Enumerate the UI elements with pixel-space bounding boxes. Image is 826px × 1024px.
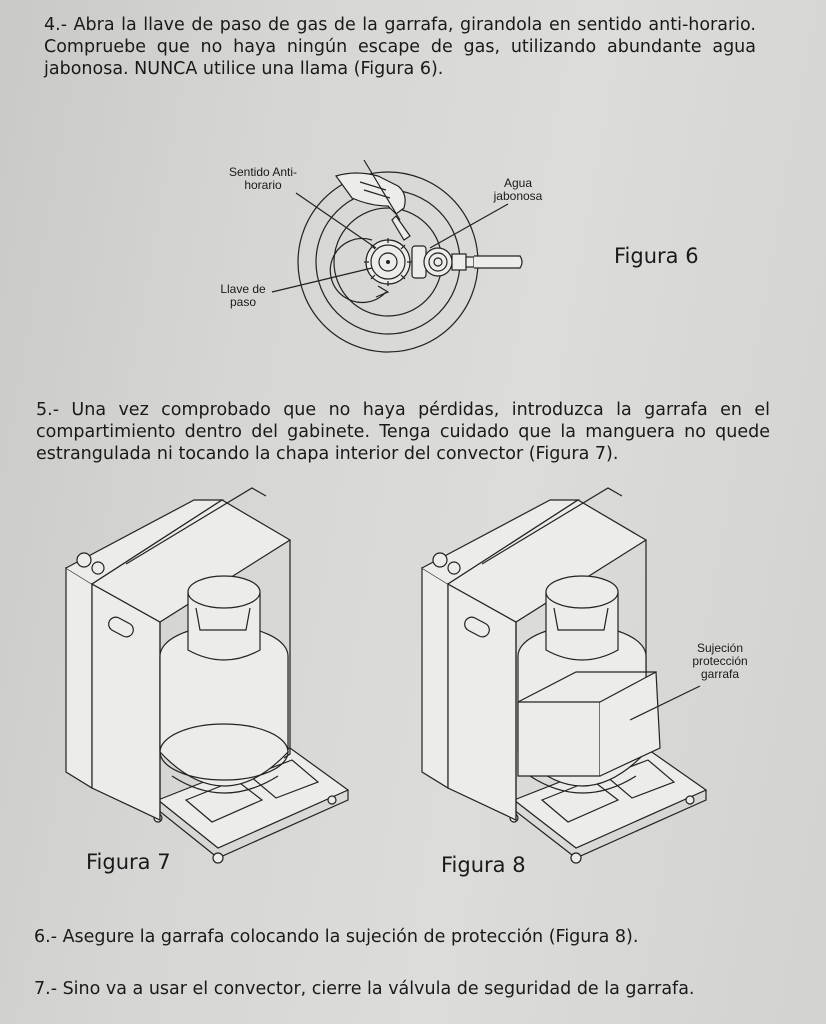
figure-8-title: Figura 8: [441, 853, 526, 877]
label-direction: Sentido Anti-horario: [228, 165, 298, 192]
figure-7-heater-drawing: [65, 487, 350, 864]
figure-7-title: Figura 7: [86, 850, 171, 874]
figure-6-valve-drawing: [271, 159, 523, 353]
step-7-text: 7.- Sino va a usar el convector, cierre …: [34, 979, 695, 999]
step-6-text: 6.- Asegure la garrafa colocando la suje…: [34, 927, 639, 947]
figure-6-title: Figura 6: [614, 244, 699, 268]
label-soapy-water: Agua jabonosa: [493, 176, 543, 203]
label-valve: Llave de paso: [220, 282, 266, 309]
step-4-text: 4.- Abra la llave de paso de gas de la g…: [44, 15, 756, 79]
figure-8-heater-drawing: [421, 487, 708, 864]
step-5-text: 5.- Una vez comprobado que no haya pérdi…: [36, 400, 770, 464]
label-protection-bracket: Sujeción protección garrafa: [692, 641, 748, 681]
